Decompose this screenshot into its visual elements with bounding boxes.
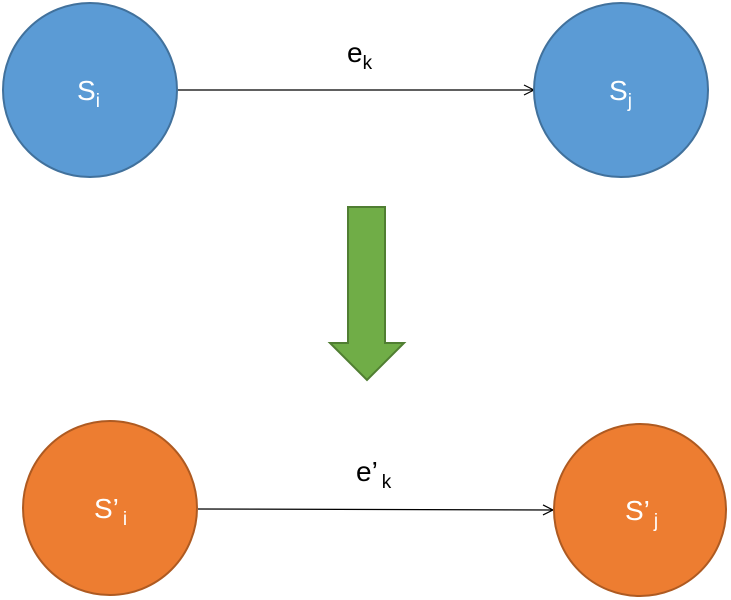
node-s-j-label-subscript: j [627, 91, 632, 112]
top-edge-label: ek [347, 37, 373, 74]
top-edge-label-base: e [347, 37, 363, 68]
bottom-edge-line [197, 509, 553, 510]
node-s-i: Si [2, 2, 178, 178]
node-s-i-label-base: S [77, 75, 96, 106]
node-s-prime-i-label-base: S’ [94, 493, 119, 524]
bottom-row: e’k S’i S’j [22, 420, 727, 597]
bottom-edge-label-subscript: k [382, 472, 392, 493]
down-arrow-icon [327, 206, 407, 382]
node-s-prime-j-label-base: S’ [625, 495, 650, 526]
node-s-prime-i: S’i [22, 420, 198, 596]
node-s-prime-j: S’j [553, 423, 727, 597]
node-s-prime-i-label: S’i [94, 493, 127, 530]
node-s-prime-j-circle [553, 423, 727, 597]
top-row: ek Si Sj [2, 2, 709, 178]
top-edge-label-subscript: k [363, 53, 373, 74]
bottom-edge-label: e’k [356, 456, 392, 493]
node-s-i-circle [2, 2, 178, 178]
node-s-prime-i-circle [22, 420, 198, 596]
node-s-j-label: Sj [609, 75, 632, 112]
node-s-prime-i-label-subscript: i [123, 509, 127, 530]
node-s-i-label: Si [77, 75, 100, 112]
node-s-prime-j-label: S’j [625, 495, 658, 532]
node-s-i-label-subscript: i [96, 91, 100, 112]
node-s-j-circle [533, 2, 709, 178]
node-s-j-label-base: S [609, 75, 628, 106]
node-s-j: Sj [533, 2, 709, 178]
bottom-edge-label-base: e’ [356, 456, 378, 487]
node-s-prime-j-label-subscript: j [653, 511, 658, 532]
